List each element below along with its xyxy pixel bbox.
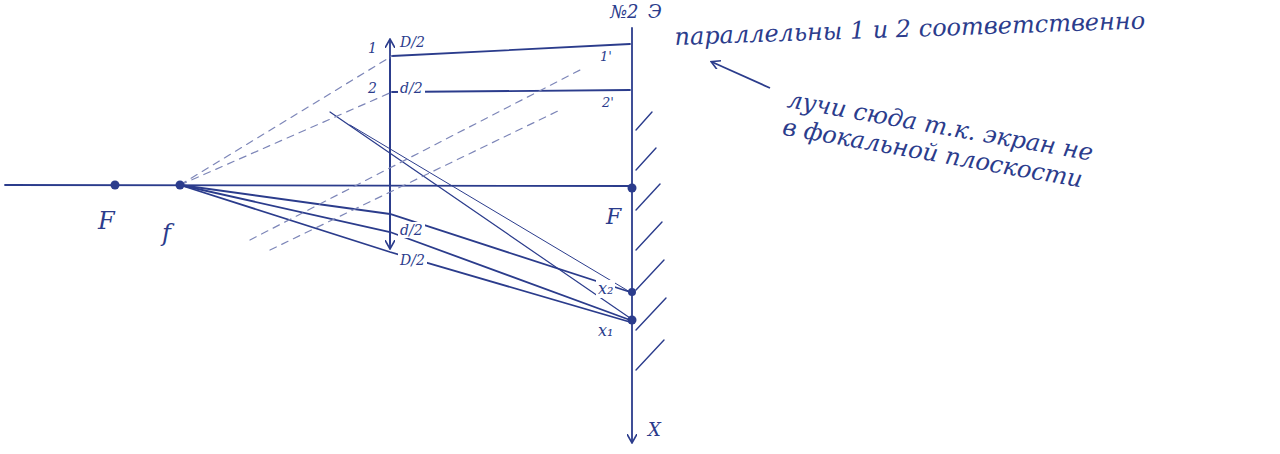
ray-number: 1'	[598, 50, 614, 65]
point-label: x₁	[596, 322, 615, 340]
focus-label: F	[604, 204, 623, 229]
aperture-label: D/2	[398, 252, 427, 268]
ray-number: 1	[366, 40, 379, 56]
source-label: f	[160, 220, 173, 248]
focus-label: F	[96, 208, 117, 236]
ray	[180, 185, 630, 322]
screen-label: Э	[646, 2, 664, 23]
aperture-label: d/2	[398, 222, 425, 238]
ray-number: 2	[366, 80, 379, 96]
image-point	[628, 316, 637, 325]
ray	[180, 185, 630, 292]
source-point	[176, 181, 185, 190]
aperture-label: d/2	[398, 80, 425, 96]
focus-point	[111, 181, 120, 190]
screen-number: №2	[608, 2, 641, 23]
ray	[392, 90, 630, 92]
point-label: x₂	[596, 280, 615, 298]
image-point	[628, 288, 636, 296]
focus-point	[628, 184, 637, 193]
screen	[631, 28, 633, 442]
note: лучи сюда т.к. экран не в фокальной плос…	[778, 86, 1117, 198]
screen-hatching	[636, 112, 666, 370]
callout-arrow	[712, 62, 770, 88]
ray	[180, 185, 630, 320]
ray	[392, 44, 630, 56]
aperture-label: D/2	[398, 34, 427, 50]
note: параллельны 1 и 2 соответственно	[672, 7, 1148, 51]
ray-number: 2'	[600, 96, 616, 111]
ray	[350, 125, 630, 292]
axis-label: X	[646, 420, 663, 441]
ray	[330, 112, 630, 318]
optical-axis	[5, 185, 630, 186]
